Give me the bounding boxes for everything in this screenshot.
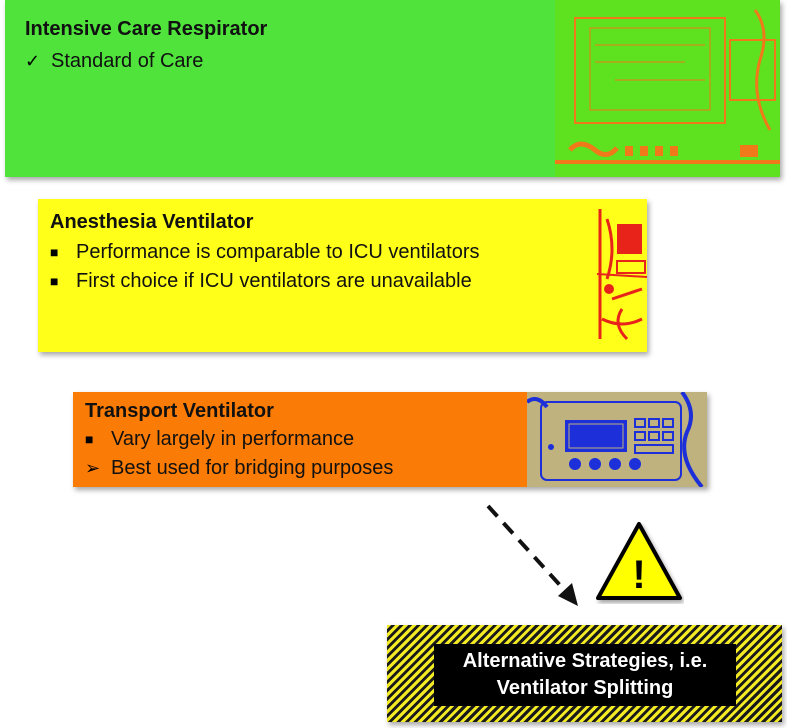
anesthesia-card-title: Anesthesia Ventilator bbox=[50, 211, 254, 233]
list-item: ■ Performance is comparable to ICU venti… bbox=[50, 238, 480, 267]
icu-ventilator-image bbox=[555, 0, 780, 177]
square-bullet-icon: ■ bbox=[50, 273, 59, 289]
icu-card-title: Intensive Care Respirator bbox=[25, 18, 268, 40]
bullet-text: First choice if ICU ventilators are unav… bbox=[76, 270, 472, 292]
transport-ventilator-card: Transport Ventilator ■ Vary largely in p… bbox=[73, 392, 707, 487]
list-item: ➢ Best used for bridging purposes bbox=[85, 454, 393, 483]
transport-card-title: Transport Ventilator bbox=[85, 400, 274, 422]
alternative-strategies-label: Alternative Strategies, i.e. Ventilator … bbox=[434, 644, 736, 706]
list-item: ■ First choice if ICU ventilators are un… bbox=[50, 267, 480, 296]
arrow-bullet-icon: ➢ bbox=[85, 458, 101, 478]
anesthesia-ventilator-card: Anesthesia Ventilator ■ Performance is c… bbox=[38, 199, 647, 352]
transport-ventilator-image bbox=[527, 392, 707, 487]
alternative-strategies-line2: Ventilator Splitting bbox=[496, 677, 674, 699]
list-item: ■ Vary largely in performance bbox=[85, 425, 393, 454]
bullet-text: Best used for bridging purposes bbox=[111, 457, 394, 479]
bullet-text: Performance is comparable to ICU ventila… bbox=[76, 241, 480, 263]
anesthesia-machine-graphic bbox=[597, 199, 647, 352]
warning-triangle-icon: ! bbox=[596, 522, 682, 600]
list-item: ✓ Standard of Care bbox=[25, 47, 267, 76]
square-bullet-icon: ■ bbox=[50, 244, 59, 260]
square-bullet-icon: ■ bbox=[85, 431, 94, 447]
icu-respirator-card: Intensive Care Respirator ✓ Standard of … bbox=[5, 0, 780, 177]
alternative-strategies-box: Alternative Strategies, i.e. Ventilator … bbox=[387, 625, 782, 722]
bullet-text: Vary largely in performance bbox=[111, 428, 355, 450]
dashed-arrow-icon bbox=[486, 504, 578, 606]
warning-symbol: ! bbox=[632, 553, 645, 597]
alternative-strategies-line1: Alternative Strategies, i.e. bbox=[462, 650, 708, 672]
check-icon: ✓ bbox=[25, 51, 41, 71]
bullet-text: Standard of Care bbox=[51, 50, 204, 72]
